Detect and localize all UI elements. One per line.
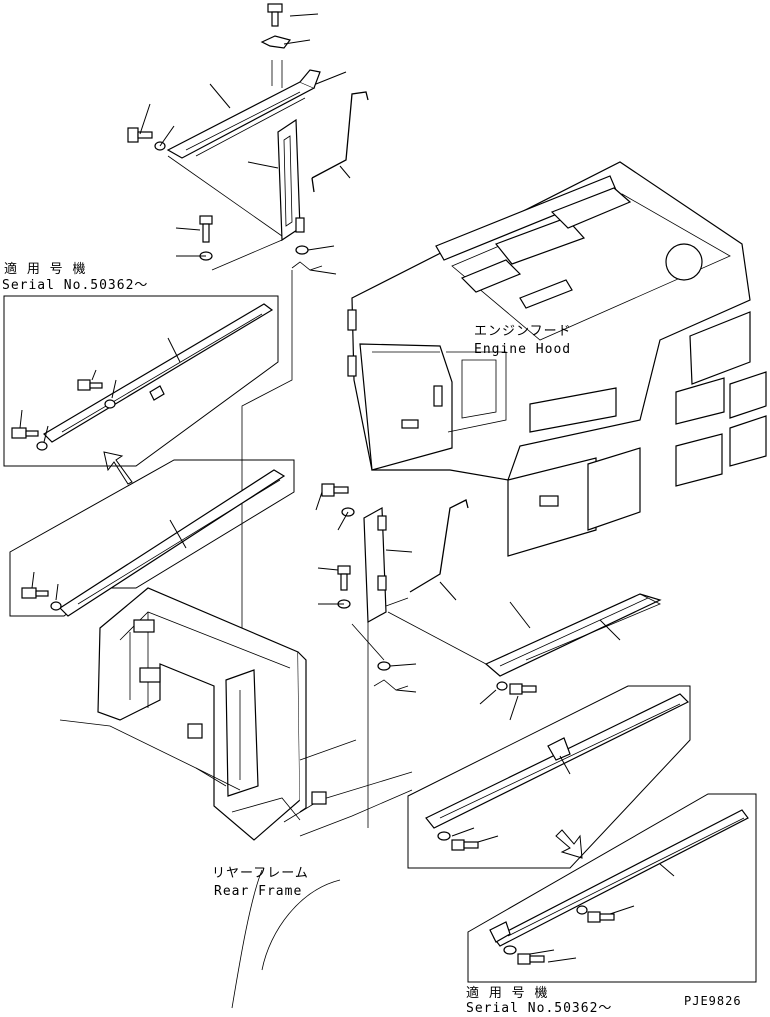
upper-vertical-bracket: [277, 118, 305, 242]
top-bolt: [267, 3, 283, 27]
top-clip: [260, 35, 292, 49]
upper-cover-strip: [166, 69, 321, 159]
middle-bolt-right: [509, 683, 537, 695]
middle-washer-right: [496, 681, 508, 691]
middle-bolt-lower: [337, 565, 351, 609]
arrow-down-icon: [555, 829, 583, 859]
upper-bolt-lower: [199, 215, 213, 261]
rear-frame: [59, 587, 413, 1009]
middle-cover-strip: [484, 593, 662, 677]
break-mark-middle: [373, 679, 409, 691]
upper-rod: [311, 91, 369, 193]
break-mark-upper: [291, 261, 323, 271]
drawing-code-label: PJE9826: [684, 994, 742, 1008]
detail-box-lower: [407, 685, 691, 869]
detail-box-top: [3, 295, 279, 467]
middle-washer: [377, 661, 391, 671]
rear-frame-en-label: Rear Frame: [214, 884, 303, 899]
serial-bottom-en-label: Serial No.50362～: [466, 1001, 613, 1016]
engine-hood-en-label: Engine Hood: [474, 342, 572, 357]
middle-rod: [409, 499, 469, 593]
serial-top-jp-label: 適 用 号 機: [4, 262, 87, 277]
engine-hood: [347, 161, 767, 557]
middle-bolt-top: [321, 483, 355, 517]
arrow-up-icon: [103, 451, 133, 485]
detail-box-middle: [9, 459, 295, 617]
upper-bolt-left: [127, 127, 166, 151]
detail-box-bottom: [467, 793, 757, 983]
serial-bottom-jp-label: 適 用 号 機: [466, 986, 549, 1001]
middle-vertical-bracket: [363, 507, 387, 623]
rear-frame-jp-label: リヤーフレーム: [212, 866, 309, 881]
upper-washer: [295, 245, 309, 255]
engine-hood-jp-label: エンジンフード: [474, 324, 572, 339]
serial-top-en-label: Serial No.50362～: [2, 278, 149, 293]
